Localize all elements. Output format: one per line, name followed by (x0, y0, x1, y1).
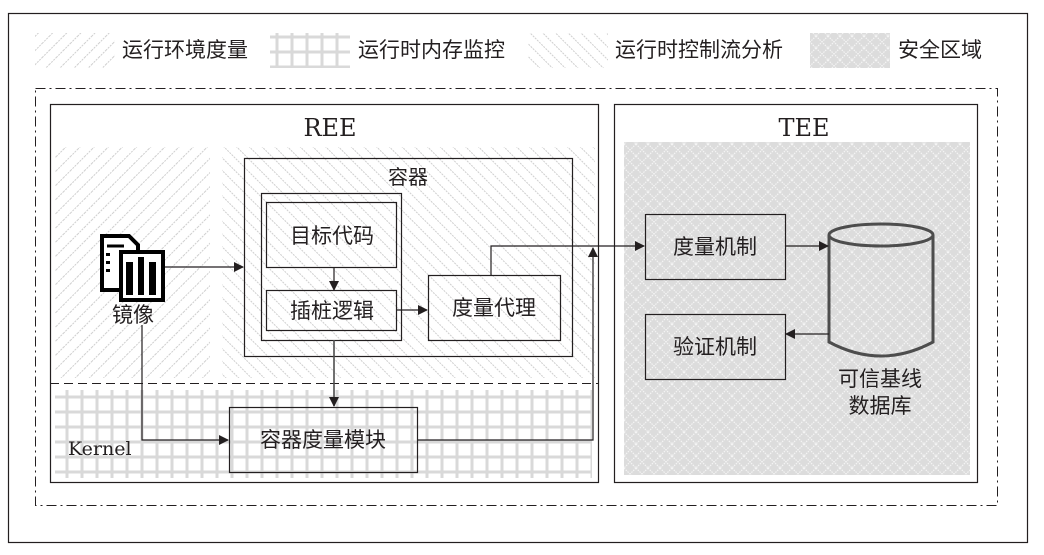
legend-label-env-measure: 运行环境度量 (122, 38, 248, 62)
tee-region: TEE (613, 103, 979, 484)
measure-mechanism-box (644, 213, 787, 281)
control-flow-area (222, 147, 595, 378)
trusted-baseline-database-icon (827, 222, 935, 358)
verify-mechanism-label: 验证机制 (673, 335, 757, 359)
measure-agent-box (427, 274, 562, 342)
target-code-box (265, 201, 398, 269)
legend-swatch-secure-area (810, 33, 890, 68)
container-measure-module-box (228, 406, 419, 474)
verify-mechanism-box (644, 313, 787, 381)
ree-title: REE (303, 114, 356, 142)
container-box (243, 157, 574, 358)
image-label: 镜像 (112, 303, 154, 327)
database-label-line2: 数据库 (849, 394, 912, 418)
app-group-box (260, 192, 403, 342)
container-measure-module-label: 容器度量模块 (260, 428, 386, 452)
tee-box (613, 103, 979, 484)
legend: 运行环境度量 运行时内存监控 运行时控制流分析 安全区域 (35, 33, 982, 68)
memory-monitor-area (55, 390, 592, 478)
kernel-label: Kernel (68, 438, 132, 460)
outer-frame (7, 12, 1029, 544)
legend-swatch-back-hatch (528, 33, 608, 68)
measure-agent-label: 度量代理 (452, 296, 536, 320)
line-module-to-tee (418, 247, 598, 441)
database-label-line1: 可信基线 (838, 367, 922, 391)
ree-box (49, 103, 600, 484)
connectors (141, 241, 829, 445)
arrow-image-to-module (141, 325, 229, 445)
target-code-label: 目标代码 (290, 224, 374, 248)
measure-mechanism-label: 度量机制 (673, 235, 757, 259)
legend-label-control-flow: 运行时控制流分析 (615, 38, 783, 62)
legend-swatch-forward-hatch (35, 33, 115, 68)
secure-area (624, 142, 970, 475)
system-boundary (35, 88, 998, 506)
tee-title: TEE (778, 114, 829, 142)
instrumentation-label: 插桩逻辑 (290, 299, 374, 323)
container-title: 容器 (388, 165, 428, 189)
ree-region: REE Kernel (49, 103, 600, 484)
legend-label-secure-area: 安全区域 (898, 38, 982, 62)
arrow-agent-to-measure-mechanism (490, 241, 645, 275)
legend-swatch-grid (270, 33, 350, 68)
legend-label-mem-monitor: 运行时内存监控 (358, 38, 505, 62)
container-image-icon (100, 234, 165, 302)
